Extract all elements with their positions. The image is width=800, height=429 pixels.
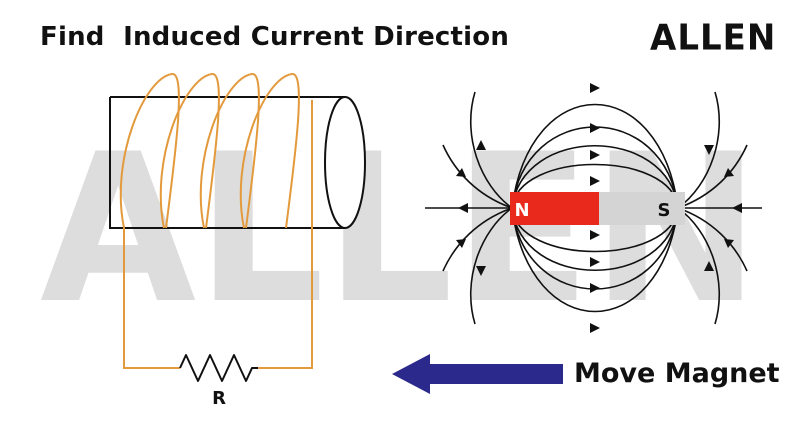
- coil-turn: [119, 73, 180, 229]
- field-arrowheads: [456, 83, 742, 333]
- move-magnet-label: Move Magnet: [574, 358, 780, 389]
- solenoid: [109, 96, 366, 229]
- coil-winding: [119, 73, 300, 229]
- magnet-south-pole: [597, 192, 685, 225]
- solenoid-end: [324, 96, 366, 229]
- resistor: [179, 354, 258, 382]
- south-label: S: [658, 200, 671, 221]
- coil-turn: [199, 73, 260, 229]
- resistor-label: R: [212, 388, 226, 409]
- magnet-north-pole: [510, 192, 599, 225]
- coil-turn: [159, 73, 220, 229]
- move-direction-arrow: [392, 354, 563, 394]
- coil-turn: [239, 73, 300, 229]
- circuit-wire-right: [258, 100, 313, 369]
- bar-magnet: N S: [510, 192, 685, 225]
- north-label: N: [514, 200, 529, 221]
- circuit-wire-left: [123, 228, 180, 369]
- brand-logo: ALLEN: [650, 17, 777, 59]
- page-title: Find Induced Current Direction: [40, 22, 510, 52]
- watermark-text: ALLEN: [40, 111, 760, 349]
- solenoid-body: [109, 96, 345, 229]
